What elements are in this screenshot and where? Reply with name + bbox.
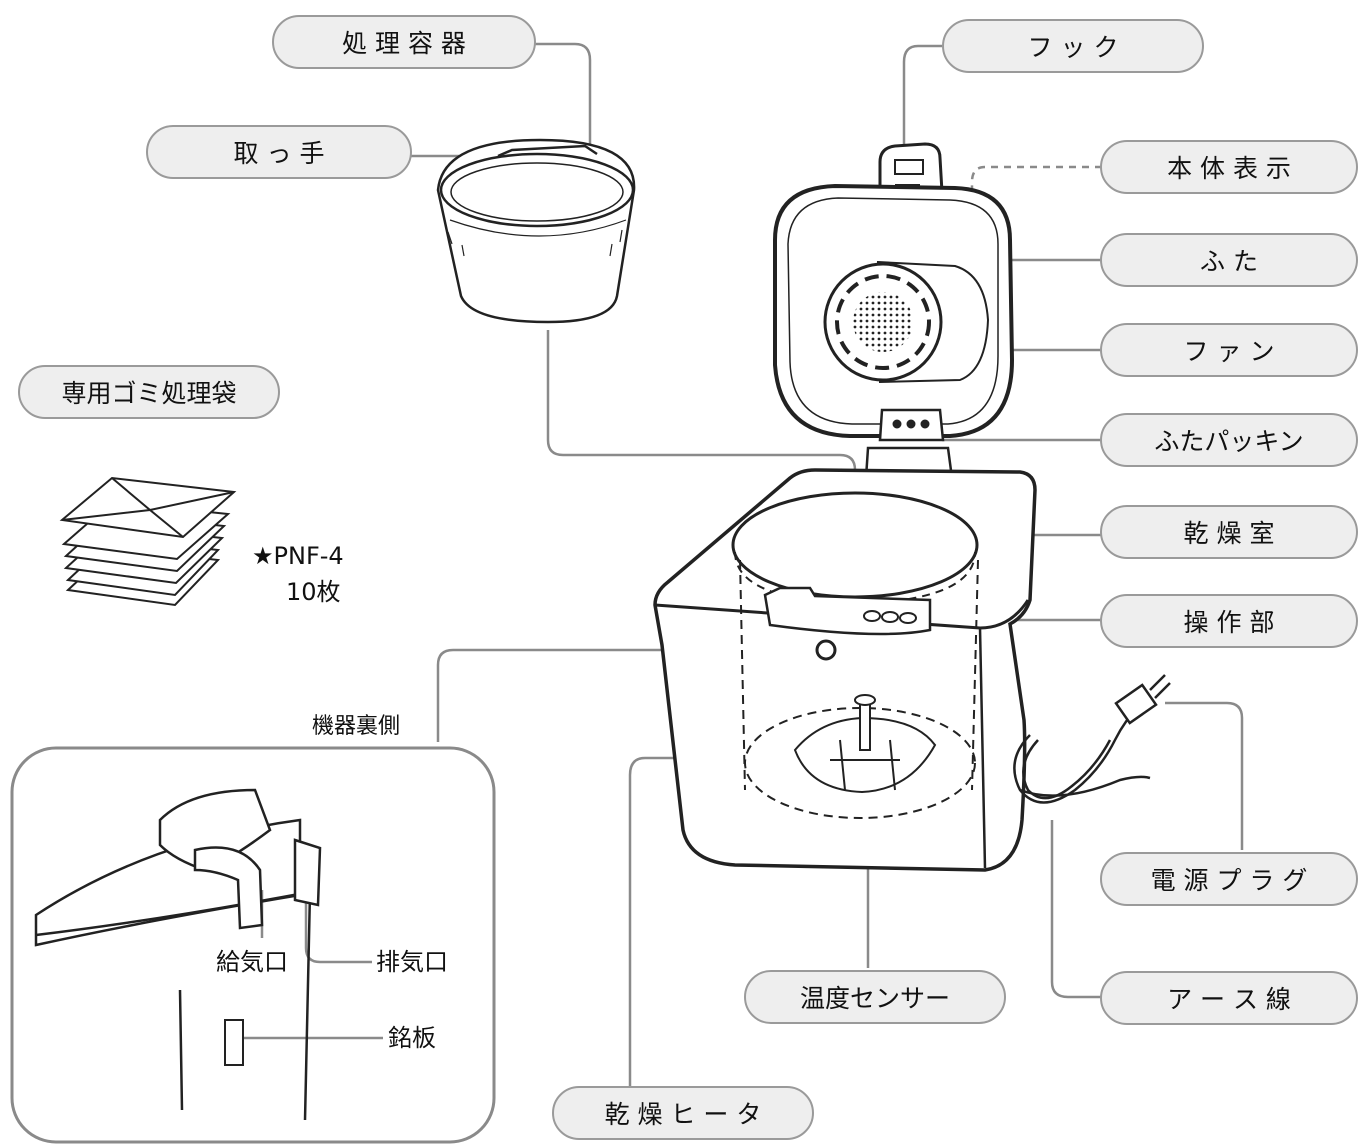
- label-lid: ふ た: [1100, 233, 1358, 287]
- label-control-panel: 操 作 部: [1100, 594, 1358, 648]
- label-air-exhaust: 排気口: [376, 948, 448, 976]
- label-temperature-sensor: 温度センサー: [744, 970, 1006, 1024]
- bag-model: ★PNF-4: [252, 542, 344, 570]
- label-power-plug: 電 源 プ ラ グ: [1100, 852, 1358, 906]
- rear-view-title: 機器裏側: [312, 714, 401, 739]
- label-hook: フ ッ ク: [942, 19, 1204, 73]
- label-handle: 取 っ 手: [146, 125, 412, 179]
- label-air-intake: 給気口: [216, 948, 288, 976]
- rear-view-panel: [10, 746, 496, 1144]
- appliance-illustration: [653, 142, 1037, 872]
- label-body-marking: 本 体 表 示: [1100, 140, 1358, 194]
- cord-illustration: [1013, 674, 1171, 804]
- label-ground-wire: ア ー ス 線: [1100, 971, 1358, 1025]
- bag-stack-illustration: [59, 476, 237, 607]
- label-drying-heater: 乾 燥 ヒ ー タ: [552, 1086, 814, 1140]
- label-fan: フ ァ ン: [1100, 323, 1358, 377]
- label-dedicated-bag: 専用ゴミ処理袋: [18, 365, 280, 419]
- label-nameplate: 銘板: [388, 1024, 436, 1052]
- label-drying-chamber: 乾 燥 室: [1100, 505, 1358, 559]
- label-lid-gasket: ふたパッキン: [1100, 413, 1358, 467]
- label-processing-container: 処 理 容 器: [272, 15, 536, 69]
- processing-container-illustration: [436, 138, 636, 324]
- bag-count: 10枚: [286, 578, 341, 606]
